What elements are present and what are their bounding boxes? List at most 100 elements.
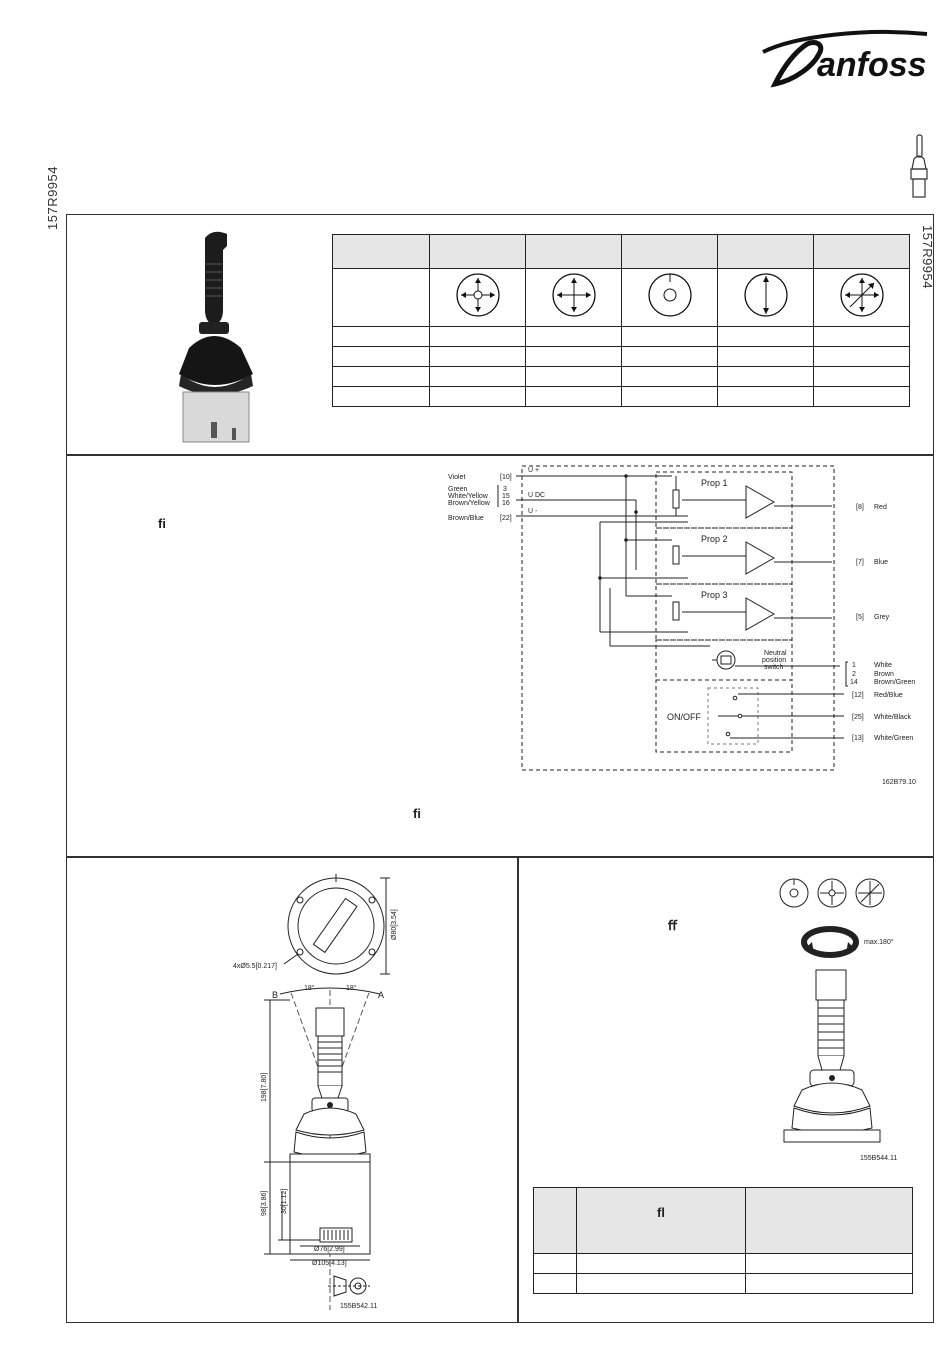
neutral-pin-1: 1	[852, 662, 856, 669]
table-header-cell	[813, 234, 910, 269]
neutral-label-1: Neutral	[764, 650, 787, 657]
rotation-arrow-icon	[801, 926, 859, 958]
rotation-drawing: max.180° 155B544.11	[783, 926, 897, 1162]
table-header-cell	[745, 1187, 913, 1254]
neutral-color-2: Brown	[874, 671, 894, 678]
supply-dc-label: U DC	[528, 492, 545, 499]
dim-drawing-code: 155B542.11	[340, 1303, 377, 1310]
height-lower2-dim: 30[1.12]	[281, 1189, 288, 1214]
direction-options-table	[332, 234, 910, 407]
danfoss-logo: anfoss	[762, 30, 928, 88]
rotation-section	[517, 856, 934, 1323]
input-violet-pin: [10]	[500, 474, 512, 481]
channel-prop1	[672, 476, 832, 519]
table-header-cell: ﬂ	[576, 1187, 746, 1254]
table-header-cell	[429, 234, 526, 269]
input-green-pin: 3	[503, 486, 507, 493]
four-way-option-icon	[817, 878, 847, 908]
max-rotation-label: max.180°	[864, 938, 894, 946]
neutral-switch-icon	[712, 650, 840, 670]
projection-symbol-icon	[328, 1275, 370, 1297]
channel-prop2	[672, 541, 832, 575]
prop3-pin: [5]	[856, 614, 864, 621]
input-brownyellow-pin: 16	[502, 500, 510, 507]
onoff-label: ON/OFF	[667, 712, 701, 722]
four-way-icon	[551, 273, 596, 317]
ligature-mark: ﬁ	[413, 806, 421, 821]
prop3-label: Prop 3	[701, 590, 728, 600]
onoff-color-1: Red/Blue	[874, 692, 903, 699]
prop2-pin: [7]	[856, 559, 864, 566]
prop1-label: Prop 1	[701, 478, 728, 488]
table-cell-four-way	[429, 268, 526, 327]
input-whiteyellow-pin: 15	[502, 493, 510, 500]
onoff-pin-3: [13]	[852, 735, 864, 742]
ligature-mark: ﬁ	[158, 516, 166, 531]
product-section	[66, 214, 934, 456]
joystick-photo	[179, 231, 253, 443]
wiring-drawing-code: 162B79.10	[882, 779, 916, 786]
dimension-drawing: Ø80[3.54] 4xØ5.5[0.217] B A 18° 18° 198[…	[233, 874, 398, 1310]
input-brownyellow-label: Brown/Yellow	[448, 500, 491, 507]
dia-inner-dim: Ø76[2.99]	[314, 1246, 345, 1253]
neutral-color-1: White	[874, 662, 892, 669]
table-header-cell	[621, 234, 718, 269]
neutral-color-3: Brown/Green	[874, 679, 915, 686]
neutral-label-3: switch	[764, 664, 784, 671]
prop2-color: Blue	[874, 559, 888, 566]
dimensions-section	[66, 856, 519, 1323]
joystick-thumbnail-icon	[910, 134, 928, 198]
angle-b-label: B	[272, 990, 278, 1000]
table-cell-vertical	[717, 268, 814, 327]
prop1-color: Red	[874, 504, 887, 511]
document-code-left: 157R9954	[45, 166, 60, 230]
onoff-pin-2: [25]	[852, 714, 864, 721]
two-way-vertical-icon	[743, 273, 788, 317]
table-cell-four-way	[525, 268, 622, 327]
hole-dim: 4xØ5.5[0.217]	[233, 963, 277, 970]
dia-outer-dim: Ø105[4.13]	[312, 1260, 347, 1267]
height-lower-dim: 98[3.86]	[261, 1191, 268, 1216]
table-header-cell	[332, 234, 430, 269]
table-cell-center	[621, 268, 718, 327]
multi-way-diagonal-icon	[839, 273, 884, 317]
table-header-cell	[525, 234, 622, 269]
center-option-icon	[779, 878, 809, 908]
rotation-table: ﬂ	[533, 1187, 913, 1294]
onoff-pin-1: [12]	[852, 692, 864, 699]
ligature-mark: ﬂ	[657, 1205, 665, 1220]
table-header-cell	[717, 234, 814, 269]
table-cell	[332, 268, 430, 327]
input-brownblue-pin: [22]	[500, 515, 512, 522]
input-violet-label: Violet	[448, 474, 465, 481]
wiring-diagram: Violet [10] Green 3 White/Yellow 15 Brow…	[448, 465, 916, 786]
input-brownblue-label: Brown/Blue	[448, 515, 484, 522]
table-header-cell	[533, 1187, 577, 1254]
height-upper-dim: 198[7.80]	[261, 1073, 268, 1102]
neutral-label-2: position	[762, 657, 786, 664]
prop3-color: Grey	[874, 614, 890, 621]
angle-right-label: 18°	[346, 984, 357, 992]
ligature-mark: ﬀ	[668, 918, 677, 933]
angle-a-label: A	[378, 990, 384, 1000]
svg-text:anfoss: anfoss	[817, 46, 927, 84]
onoff-color-3: White/Green	[874, 735, 913, 742]
circle-center-icon	[647, 273, 692, 317]
neutral-pin-3: 14	[850, 679, 858, 686]
input-whiteyellow-label: White/Yellow	[448, 493, 489, 500]
table-cell-diagonal	[813, 268, 910, 327]
prop2-label: Prop 2	[701, 534, 728, 544]
channel-prop3	[672, 597, 832, 631]
supply-plus-label: U +	[528, 467, 539, 474]
side-height-dim: Ø80[3.54]	[391, 909, 398, 940]
wiring-section	[66, 454, 934, 858]
prop1-pin: [8]	[856, 504, 864, 511]
angle-left-label: 18°	[304, 984, 315, 992]
onoff-color-2: White/Black	[874, 714, 911, 721]
neutral-pin-2: 2	[852, 671, 856, 678]
supply-minus-label: U -	[528, 508, 538, 515]
input-green-label: Green	[448, 486, 468, 493]
four-way-center-icon	[455, 273, 500, 317]
diagonal-option-icon	[855, 878, 885, 908]
rotation-option-icons	[779, 878, 885, 908]
